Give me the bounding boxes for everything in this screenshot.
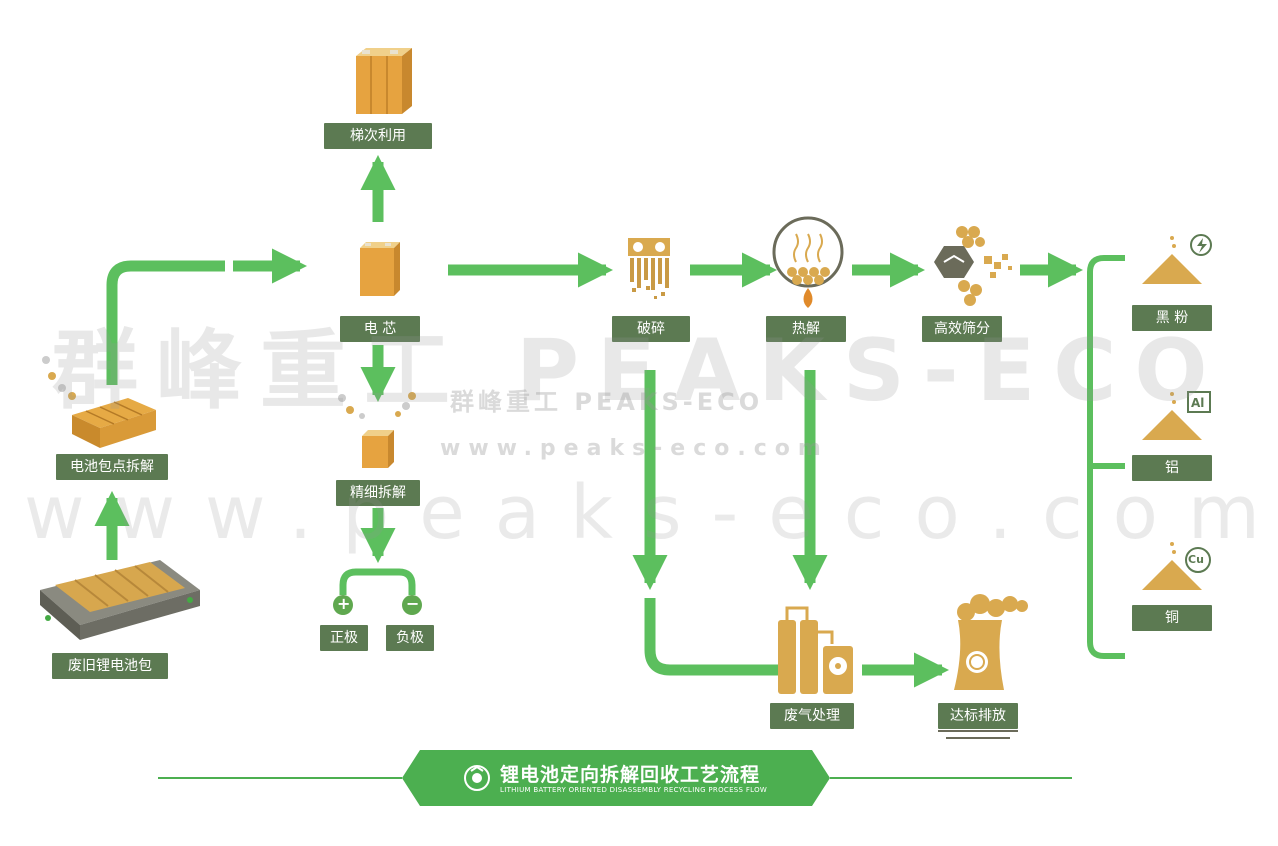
- copper-symbol: Cu: [1188, 553, 1204, 566]
- label-emission: 达标排放: [938, 703, 1018, 729]
- cascade-module-icon: [356, 48, 412, 114]
- battery-cell-icon: [360, 242, 400, 296]
- label-pack-disassembly: 电池包点拆解: [56, 454, 168, 480]
- pyrolysis-icon: [772, 216, 844, 308]
- flow-arrows: [94, 154, 1084, 688]
- label-anode: 负极: [386, 625, 434, 651]
- label-cascade-use: 梯次利用: [324, 123, 432, 149]
- banner-subtitle: LITHIUM BATTERY ORIENTED DISASSEMBLY REC…: [500, 786, 768, 794]
- line-crushing-to-exhaust: [644, 598, 778, 676]
- emission-stack-icon: [954, 594, 1028, 690]
- fine-disassembly-icon: [338, 392, 416, 468]
- label-black-powder: 黑 粉: [1132, 305, 1212, 331]
- label-waste-pack: 废旧锂电池包: [52, 653, 168, 679]
- cathode-plus-symbol: +: [337, 594, 351, 613]
- watermark-url-small: www.peaks-eco.com: [440, 436, 829, 461]
- recycle-icon: [464, 765, 490, 791]
- label-screening: 高效筛分: [922, 316, 1002, 342]
- label-cathode: 正极: [320, 625, 368, 651]
- label-fine-disassembly: 精细拆解: [336, 480, 420, 506]
- arrow-disassembly-to-cell: [106, 260, 225, 385]
- battery-modules-icon: [42, 356, 156, 448]
- watermark-brand-small: 群峰重工 PEAKS-ECO: [450, 388, 764, 416]
- label-exhaust-treatment: 废气处理: [770, 703, 854, 729]
- banner-shape: [402, 750, 830, 806]
- waste-battery-pack-icon: [40, 560, 200, 640]
- label-aluminum: 铝: [1132, 455, 1212, 481]
- aluminum-symbol: Al: [1191, 396, 1205, 410]
- label-copper: 铜: [1132, 605, 1212, 631]
- banner-title: 锂电池定向拆解回收工艺流程: [500, 764, 761, 786]
- copper-pile-icon: [1142, 542, 1211, 590]
- watermark-url-large: www.peaks-eco.com: [24, 470, 1278, 556]
- aluminum-pile-icon: [1142, 391, 1211, 440]
- exhaust-treatment-icon: [778, 606, 853, 694]
- screening-icon: [934, 226, 1012, 306]
- anode-icon: [402, 595, 422, 615]
- cathode-icon: [333, 595, 353, 615]
- split-bracket: [339, 568, 416, 595]
- label-pyrolysis: 热解: [766, 316, 846, 342]
- emission-ground-lines: [938, 730, 1018, 739]
- anode-minus-symbol: −: [406, 594, 420, 613]
- label-cell: 电 芯: [340, 316, 420, 342]
- label-crushing: 破碎: [612, 316, 690, 342]
- watermark-brand-large: 群峰重工 PEAKS-ECO: [52, 321, 1226, 421]
- products-bracket: [1087, 255, 1125, 659]
- black-powder-pile-icon: [1142, 234, 1212, 284]
- crusher-icon: [628, 238, 670, 299]
